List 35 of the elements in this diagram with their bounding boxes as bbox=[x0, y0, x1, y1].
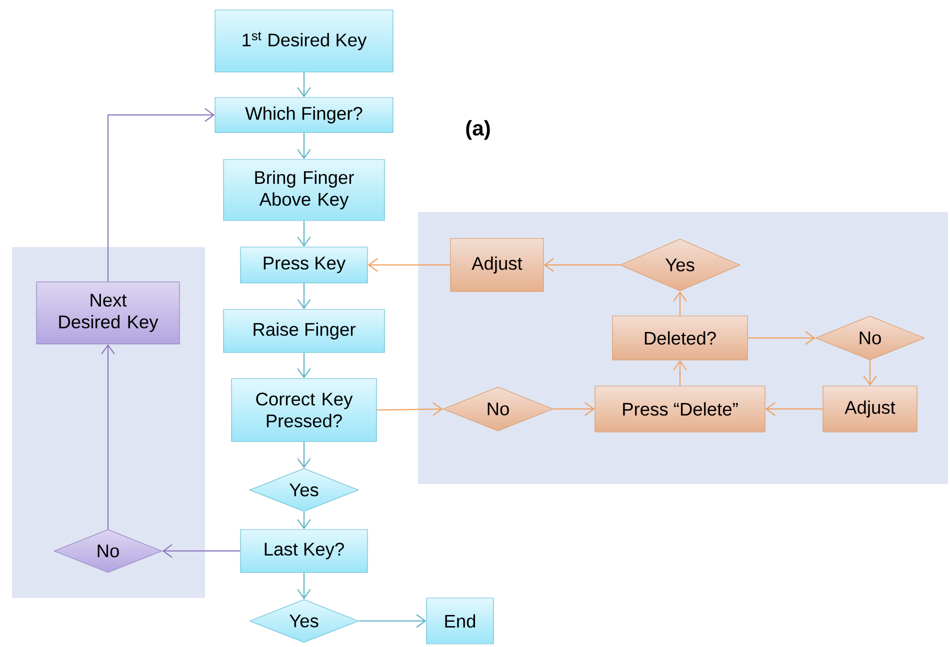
process-box: Press “Delete” bbox=[594, 386, 766, 432]
arrow bbox=[297, 352, 311, 378]
arrow bbox=[358, 614, 426, 628]
arrow bbox=[297, 512, 311, 530]
arrow bbox=[297, 220, 311, 247]
arrow bbox=[368, 258, 450, 272]
arrow bbox=[748, 331, 816, 345]
arrow bbox=[765, 402, 823, 416]
arrow bbox=[297, 442, 311, 468]
process-box: Bring Finger Above Key bbox=[223, 159, 385, 221]
arrow bbox=[553, 402, 595, 416]
process-box: Raise Finger bbox=[223, 309, 385, 353]
arrow bbox=[544, 258, 620, 272]
process-box: Which Finger? bbox=[214, 97, 394, 133]
arrow bbox=[376, 402, 443, 416]
process-box: End bbox=[426, 598, 494, 644]
arrow bbox=[107, 108, 215, 282]
process-box: 1$^{st}$ Desired Key bbox=[214, 10, 394, 72]
arrow bbox=[162, 544, 240, 558]
arrow bbox=[101, 344, 115, 530]
arrow bbox=[297, 132, 311, 160]
panel-label: (a) bbox=[466, 120, 490, 140]
arrow bbox=[863, 360, 877, 386]
arrow bbox=[673, 291, 687, 316]
process-box: Adjust bbox=[822, 386, 918, 432]
arrow bbox=[297, 72, 311, 98]
process-box: Deleted? bbox=[612, 316, 748, 360]
process-box: Press Key bbox=[240, 246, 368, 284]
arrow bbox=[297, 283, 311, 310]
process-box: Adjust bbox=[450, 238, 544, 292]
process-box: Next Desired Key bbox=[36, 282, 180, 344]
arrow bbox=[297, 572, 311, 600]
process-box: Correct Key Pressed? bbox=[231, 378, 377, 442]
process-box: Last Key? bbox=[240, 529, 368, 573]
arrow bbox=[673, 360, 687, 386]
